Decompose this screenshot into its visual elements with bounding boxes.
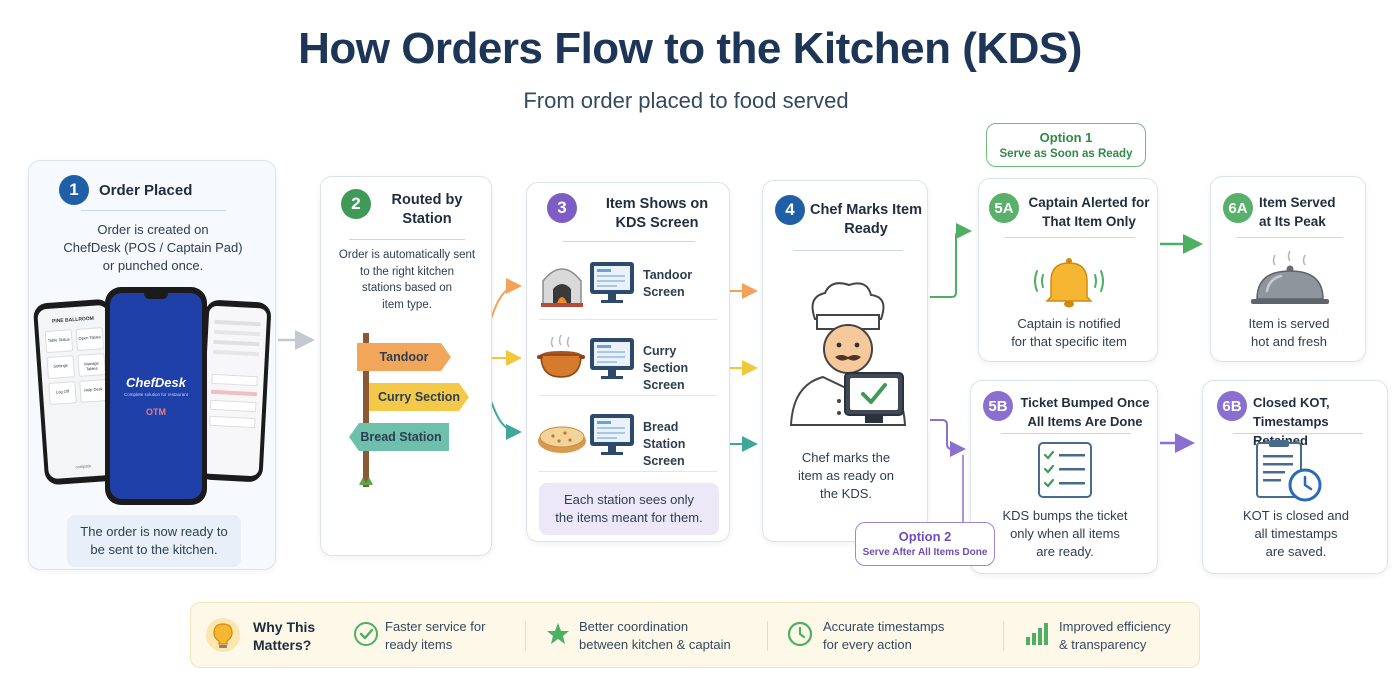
step3-badge: 3: [547, 193, 577, 223]
right-phone: [196, 299, 272, 483]
arrow-4-5b: [930, 419, 966, 457]
kds-monitor-icon: [590, 338, 634, 379]
step1-title: Order Placed: [99, 182, 193, 199]
bar-chart-icon: [1026, 623, 1048, 645]
step6b-card: 6B Closed KOT,Timestamps Retained KOT is…: [1202, 380, 1388, 574]
kds-monitor-icon: [590, 414, 634, 455]
step2-badge: 2: [341, 189, 371, 219]
chef-illustration: [789, 282, 907, 426]
lightbulb-icon: [206, 618, 240, 652]
star-icon: [547, 623, 569, 644]
tandoor-oven-icon: [541, 268, 583, 307]
sign-curry: [369, 383, 469, 411]
sign-curry-label: Curry Section: [378, 390, 460, 404]
curry-pot-icon: [537, 334, 585, 378]
option2-label: Option 2 Serve After All Items Done: [855, 522, 995, 566]
bread-icon: [538, 426, 586, 453]
step1-badge: 1: [59, 175, 89, 205]
kds-monitor-icon: [590, 262, 634, 303]
sign-bread: [349, 423, 449, 451]
step4-badge: 4: [775, 195, 805, 225]
serving-cloche-icon: [1251, 250, 1329, 304]
step5a-badge: 5A: [989, 193, 1019, 223]
kot-clock-icon: [1256, 440, 1322, 502]
arrow-4-5a: [930, 223, 972, 298]
bell-icon: [1034, 258, 1104, 308]
sign-bread-label: Bread Station: [360, 430, 442, 444]
option1-label: Option 1 Serve as Soon as Ready: [986, 123, 1146, 167]
check-icon: [861, 383, 887, 404]
step6b-badge: 6B: [1217, 391, 1247, 421]
page-subtitle: From order placed to food served: [523, 88, 849, 113]
step5b-badge: 5B: [983, 391, 1013, 421]
sign-tandoor-label: Tandoor: [379, 350, 429, 364]
phones-illustration: PINE BALLROOM Table Status Open Tables S…: [32, 287, 272, 507]
page-title: How Orders Flow to the Kitchen (KDS): [298, 24, 1082, 73]
checklist-icon: [1038, 442, 1092, 498]
signpost-illustration: [349, 333, 469, 487]
clock-icon: [787, 621, 813, 647]
sign-tandoor: [357, 343, 451, 371]
step6a-badge: 6A: [1223, 193, 1253, 223]
check-circle-icon: [354, 622, 378, 646]
center-phone: ChefDesk Complete solution for restauran…: [105, 287, 207, 505]
